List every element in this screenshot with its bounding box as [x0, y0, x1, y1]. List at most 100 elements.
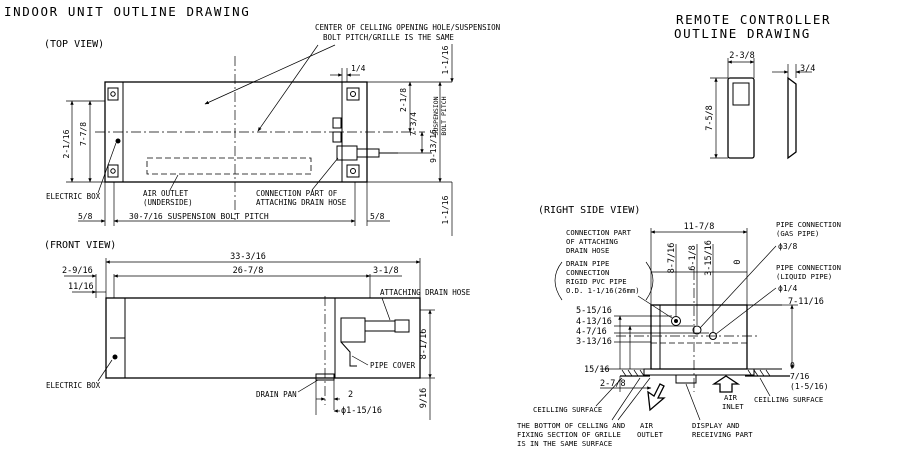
remote-side [787, 76, 797, 160]
dim-2-1-8: 2-1/8 [399, 88, 408, 112]
dim-drain-diameter: ϕ1-15/16 [341, 406, 382, 416]
dim-7-11-16: 7-11/16 [788, 297, 824, 307]
dim-1-5-16: (1-5/16) [790, 382, 829, 391]
electric-box-label-front: ELECTRIC BOX [46, 381, 101, 390]
dim-3-1-8: 3-1/8 [373, 266, 399, 276]
dim-2-9-16: 2-9/16 [62, 266, 93, 276]
remote-front [727, 77, 755, 159]
side-view-body [650, 304, 748, 370]
dim-4-7-16: 4-7/16 [576, 327, 607, 337]
dim-8-1-16: 8-1/16 [419, 329, 429, 360]
dim-2-1-16: 2-1/16 [62, 129, 71, 158]
bottom-note-line1: THE BOTTOM OF CELLING AND [517, 421, 625, 430]
pipe-cover-label: PIPE COVER [370, 361, 416, 370]
electric-box-label-top: ELECTRIC BOX [46, 192, 101, 201]
side-conn-line-1: OF ATTACHING [566, 237, 618, 246]
pipe-gas-dia: ϕ3/8 [778, 242, 797, 251]
dim-6-1-8: 6-1/8 [688, 245, 698, 271]
side-conn-text: CONNECTION PART OF ATTACHING DRAIN HOSE … [566, 228, 640, 295]
dim-15-16: 15/16 [584, 365, 610, 375]
dim-26-7-8: 26-7/8 [233, 266, 264, 276]
pipe-gas-line1: PIPE CONNECTION [776, 220, 841, 229]
side-conn-line-3: DRAIN PIPE [566, 259, 609, 268]
top-view: (TOP VIEW) CENTER OF C [44, 23, 500, 236]
dim-33-3-16: 33-3/16 [230, 252, 266, 262]
dim-7-5-8: 7-5/8 [705, 105, 715, 131]
air-outlet-label-line1: AIR OUTLET [143, 189, 189, 198]
remote-controller: 2-3/8 3/4 7-5/8 [705, 51, 815, 160]
suspension-line1: SUSPENSION [432, 96, 440, 135]
remote-title-line1: REMOTE CONTROLLER [676, 12, 831, 27]
ceiling-surface-right: CEILLING SURFACE [754, 395, 823, 404]
dim-0-top: 0 [733, 259, 743, 264]
dim-7-7-8: 7-7/8 [79, 122, 88, 146]
dim-9-13-16: 9-13/16 [429, 129, 438, 163]
top-note-line1: CENTER OF CELLING OPENING HOLE/SUSPENSIO… [315, 23, 500, 32]
side-pipe-connections [671, 316, 717, 340]
dim-8-7-16: 8-7/16 [667, 243, 677, 274]
dim-3-15-16: 3-15/16 [704, 240, 714, 276]
drain-pan-outlet [315, 373, 335, 381]
side-conn-line-6: O.D. 1-1/16(26mm) [566, 286, 640, 295]
air-inlet-line2: INLET [722, 402, 744, 411]
remote-title-line2: OUTLINE DRAWING [674, 26, 811, 41]
side-conn-line-4: CONNECTION [566, 268, 609, 277]
air-outlet-arrow [647, 383, 666, 412]
side-conn-line-5: RIGID PVC PIPE [566, 277, 627, 286]
ceiling-hatch [621, 369, 771, 377]
side-grille [643, 368, 755, 376]
top-conn-label-line1: CONNECTION PART OF [256, 189, 338, 198]
suspension-bolt-pitch: 30-7/16 SUSPENSION BOLT PITCH [129, 212, 269, 221]
top-conn-label-line2: ATTACHING DRAIN HOSE [256, 198, 347, 207]
dim-3-13-16: 3-13/16 [576, 337, 612, 347]
electric-box-marker [115, 138, 121, 144]
pipe-liq-line2: (LIQUID PIPE) [776, 272, 832, 281]
dim-4-13-16: 4-13/16 [576, 317, 612, 327]
drain-pan-label: DRAIN PAN [256, 390, 297, 399]
dim-1-1-16: 1-1/16 [441, 45, 450, 74]
bottom-note-line3: IS IN THE SAME SURFACE [517, 439, 612, 448]
dim-0-right: 0 [790, 361, 795, 370]
remote-display [732, 82, 750, 106]
front-view: (FRONT VIEW) 33-3/16 2-9/16 26-7/8 3-1/8 [44, 240, 471, 420]
dim-2-7-8: 2-7/8 [600, 379, 626, 389]
top-left-brackets [107, 87, 119, 178]
attaching-drain-hose-label: ATTACHING DRAIN HOSE [380, 288, 471, 297]
pipe-gas-line2: (GAS PIPE) [776, 229, 819, 238]
dim-11-7-8: 11-7/8 [684, 222, 715, 232]
top-note-line2: BOLT PITCH/GRILLE IS THE SAME [323, 33, 454, 42]
dim-11-16: 11/16 [68, 282, 94, 292]
pipe-cover-front [340, 317, 410, 367]
air-outlet-side-line1: AIR [640, 421, 654, 430]
dim-2-3-8: 2-3/8 [729, 51, 755, 61]
air-outlet-side-line2: OUTLET [637, 430, 664, 439]
dim-1-1-16-side: 1-1/16 [441, 195, 450, 224]
dim-5-8-right: 5/8 [370, 212, 385, 221]
dim-7-3-4: 7-3/4 [409, 112, 418, 136]
indoor-unit-title: INDOOR UNIT OUTLINE DRAWING [4, 4, 250, 19]
air-inlet-line1: AIR [724, 393, 738, 402]
side-conn-line-0: CONNECTION PART [566, 228, 632, 237]
front-view-body [105, 297, 421, 379]
right-view-label: (RIGHT SIDE VIEW) [538, 205, 640, 216]
top-view-label: (TOP VIEW) [44, 39, 104, 50]
bottom-note-line2: FIXING SECTION OF GRILLE [517, 430, 621, 439]
dim-quarter: 1/4 [351, 64, 366, 73]
pipe-liq-dia: ϕ1/4 [778, 284, 797, 293]
display-receiving-part [675, 374, 697, 384]
dim-3-4: 3/4 [800, 64, 815, 74]
electric-box-marker-front [112, 354, 118, 360]
dim-7-16: 7/16 [790, 372, 809, 381]
right-side-view: (RIGHT SIDE VIEW) 11-7/8 [517, 205, 841, 448]
pipe-liq-line1: PIPE CONNECTION [776, 263, 841, 272]
side-conn-line-2: DRAIN HOSE [566, 246, 609, 255]
air-outlet-label-line2: (UNDERSIDE) [143, 198, 193, 207]
suspension-line2: BOLT PITCH [440, 96, 448, 135]
ceiling-surface-left: CEILLING SURFACE [533, 405, 602, 414]
drain-hose-connection-top [336, 145, 398, 161]
top-right-brackets [332, 87, 360, 178]
air-inlet-arrow [711, 375, 741, 393]
dim-5-15-16: 5-15/16 [576, 306, 612, 316]
